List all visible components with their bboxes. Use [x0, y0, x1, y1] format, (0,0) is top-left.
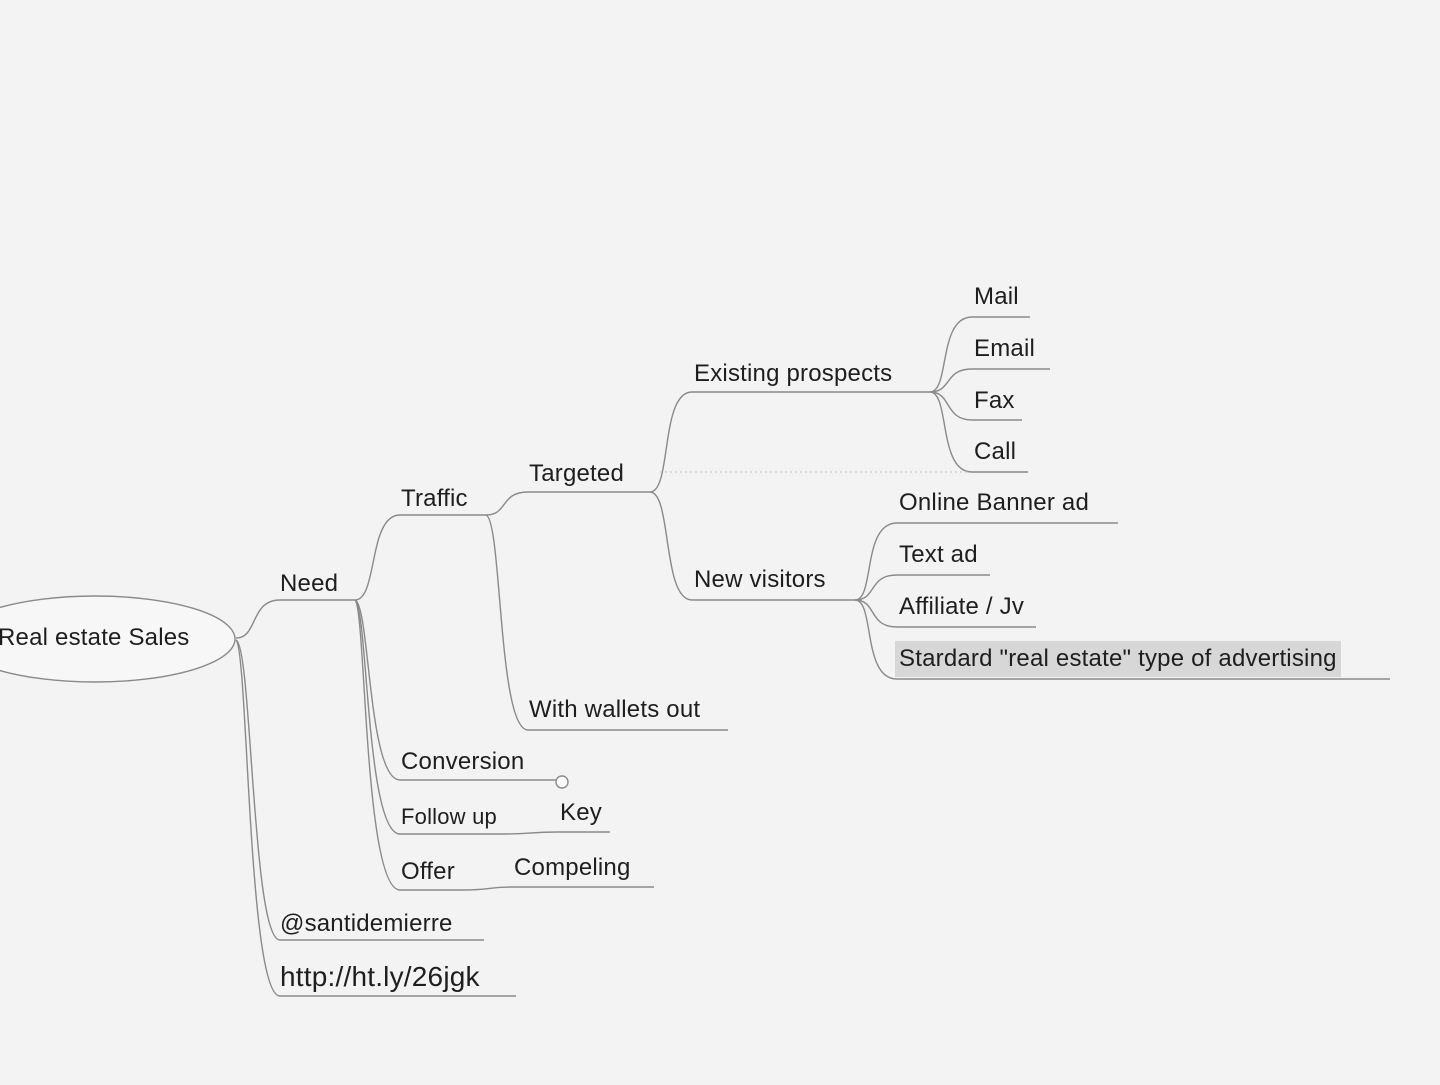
node-conversion[interactable]: Conversion	[401, 748, 525, 775]
connector-root-need	[235, 599, 281, 639]
collapse-toggle-conversion[interactable]	[555, 775, 569, 789]
connector-followup-key	[504, 831, 559, 835]
connector-new-affiliate	[854, 599, 898, 628]
node-new-visitors[interactable]: New visitors	[694, 566, 826, 593]
connector-existing-email	[929, 368, 973, 393]
node-key[interactable]: Key	[560, 799, 602, 826]
connector-new-textad	[854, 574, 898, 601]
node-call[interactable]: Call	[974, 438, 1017, 465]
connector-need-followup	[354, 599, 401, 835]
node-short-link[interactable]: http://ht.ly/26jgk	[280, 961, 480, 992]
node-compeling[interactable]: Compeling	[514, 854, 631, 881]
node-mail[interactable]: Mail	[974, 283, 1019, 310]
connector-need-offer	[354, 599, 401, 891]
connector-traffic-wallets	[485, 514, 529, 731]
connector-root-twitter	[235, 639, 281, 941]
connector-traffic-targeted	[485, 491, 529, 516]
connector-root-link	[235, 639, 281, 997]
node-offer[interactable]: Offer	[401, 858, 455, 885]
node-online-banner-ad[interactable]: Online Banner ad	[899, 489, 1089, 516]
connector-existing-fax	[929, 391, 973, 421]
connector-need-conversion	[354, 599, 401, 781]
connector-targeted-new	[649, 491, 693, 601]
node-standard-advertising-selected[interactable]: Stardard "real estate" type of advertisi…	[895, 641, 1341, 677]
node-root[interactable]: Real estate Sales	[0, 624, 190, 651]
node-twitter-handle[interactable]: @santidemierre	[280, 910, 453, 937]
connector-existing-mail	[929, 316, 973, 393]
node-follow-up[interactable]: Follow up	[401, 804, 497, 829]
node-affiliate-jv[interactable]: Affiliate / Jv	[899, 593, 1025, 620]
node-existing-prospects[interactable]: Existing prospects	[694, 360, 893, 387]
node-text-ad[interactable]: Text ad	[899, 541, 978, 568]
root-node-shape[interactable]	[0, 595, 236, 683]
connector-offer-compeling	[461, 886, 513, 891]
connector-need-traffic	[354, 514, 401, 601]
node-email[interactable]: Email	[974, 335, 1036, 362]
connector-new-banner	[854, 522, 898, 601]
connector-targeted-existing	[649, 391, 693, 493]
node-need[interactable]: Need	[280, 570, 339, 597]
node-fax[interactable]: Fax	[974, 387, 1015, 414]
node-targeted[interactable]: Targeted	[529, 460, 624, 487]
node-traffic[interactable]: Traffic	[401, 485, 468, 512]
node-with-wallets-out[interactable]: With wallets out	[529, 696, 701, 723]
connector-new-standard	[854, 599, 898, 680]
connector-existing-call	[929, 391, 973, 473]
